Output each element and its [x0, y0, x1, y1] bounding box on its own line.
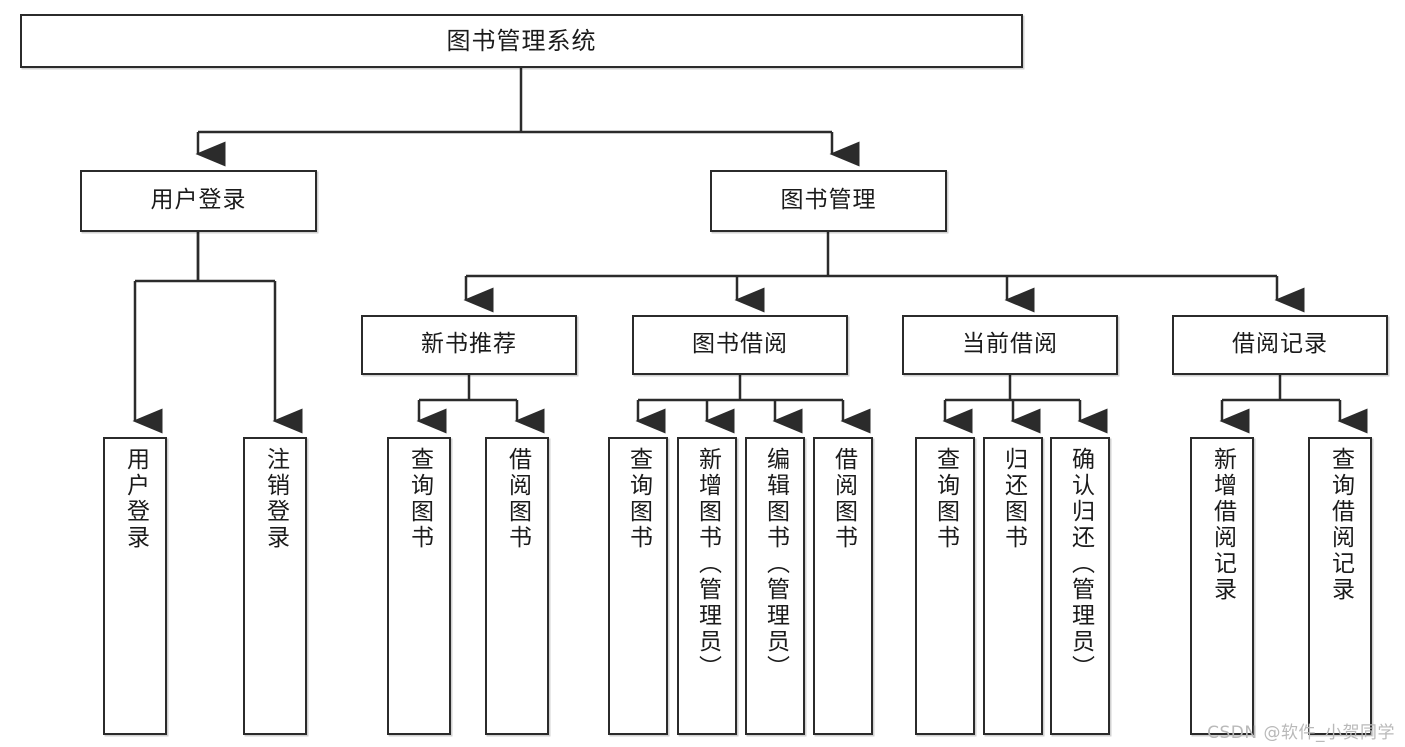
leaf-return-book[interactable]: 归还图书 — [983, 437, 1043, 735]
node-label: 查询图书 — [625, 447, 652, 551]
node-label: 新增借阅记录 — [1209, 447, 1236, 603]
node-book-borrow[interactable]: 图书借阅 — [632, 315, 848, 375]
node-label: 图书管理系统 — [446, 26, 597, 55]
node-label: 查询图书 — [406, 447, 433, 551]
leaf-user-login[interactable]: 用户登录 — [103, 437, 167, 735]
node-label: 用户登录 — [122, 447, 149, 551]
node-label: 借阅图书 — [830, 447, 857, 551]
leaf-add-record[interactable]: 新增借阅记录 — [1190, 437, 1254, 735]
node-root-system[interactable]: 图书管理系统 — [20, 14, 1023, 68]
node-book-manage[interactable]: 图书管理 — [710, 170, 947, 232]
node-label: 借阅记录 — [1232, 331, 1328, 358]
leaf-query-record[interactable]: 查询借阅记录 — [1308, 437, 1372, 735]
node-user-login[interactable]: 用户登录 — [80, 170, 317, 232]
leaf-query-book-rec[interactable]: 查询图书 — [387, 437, 451, 735]
leaf-add-book[interactable]: 新增图书（管理员） — [677, 437, 737, 735]
leaf-user-logout[interactable]: 注销登录 — [243, 437, 307, 735]
node-current-borrow[interactable]: 当前借阅 — [902, 315, 1118, 375]
node-label: 借阅图书 — [504, 447, 531, 551]
leaf-borrow-book[interactable]: 借阅图书 — [813, 437, 873, 735]
node-borrow-record[interactable]: 借阅记录 — [1172, 315, 1388, 375]
node-label: 归还图书 — [1000, 447, 1027, 551]
leaf-query-book-cur[interactable]: 查询图书 — [915, 437, 975, 735]
node-label: 新书推荐 — [421, 331, 517, 358]
csdn-watermark: CSDN @软件_小贺同学 — [1207, 723, 1395, 743]
leaf-query-book-borrow[interactable]: 查询图书 — [608, 437, 668, 735]
node-label: 确认归还（管理员） — [1067, 447, 1094, 681]
node-label: 查询图书 — [932, 447, 959, 551]
node-label: 新增图书（管理员） — [694, 447, 721, 681]
node-new-book-rec[interactable]: 新书推荐 — [361, 315, 577, 375]
node-label: 编辑图书（管理员） — [762, 447, 789, 681]
node-label: 用户登录 — [150, 187, 247, 214]
node-label: 注销登录 — [262, 447, 289, 551]
leaf-borrow-book-rec[interactable]: 借阅图书 — [485, 437, 549, 735]
node-label: 查询借阅记录 — [1327, 447, 1354, 603]
node-label: 图书借阅 — [692, 331, 788, 358]
node-label: 当前借阅 — [962, 331, 1058, 358]
node-label: 图书管理 — [780, 187, 877, 214]
leaf-edit-book[interactable]: 编辑图书（管理员） — [745, 437, 805, 735]
leaf-confirm-return[interactable]: 确认归还（管理员） — [1050, 437, 1110, 735]
